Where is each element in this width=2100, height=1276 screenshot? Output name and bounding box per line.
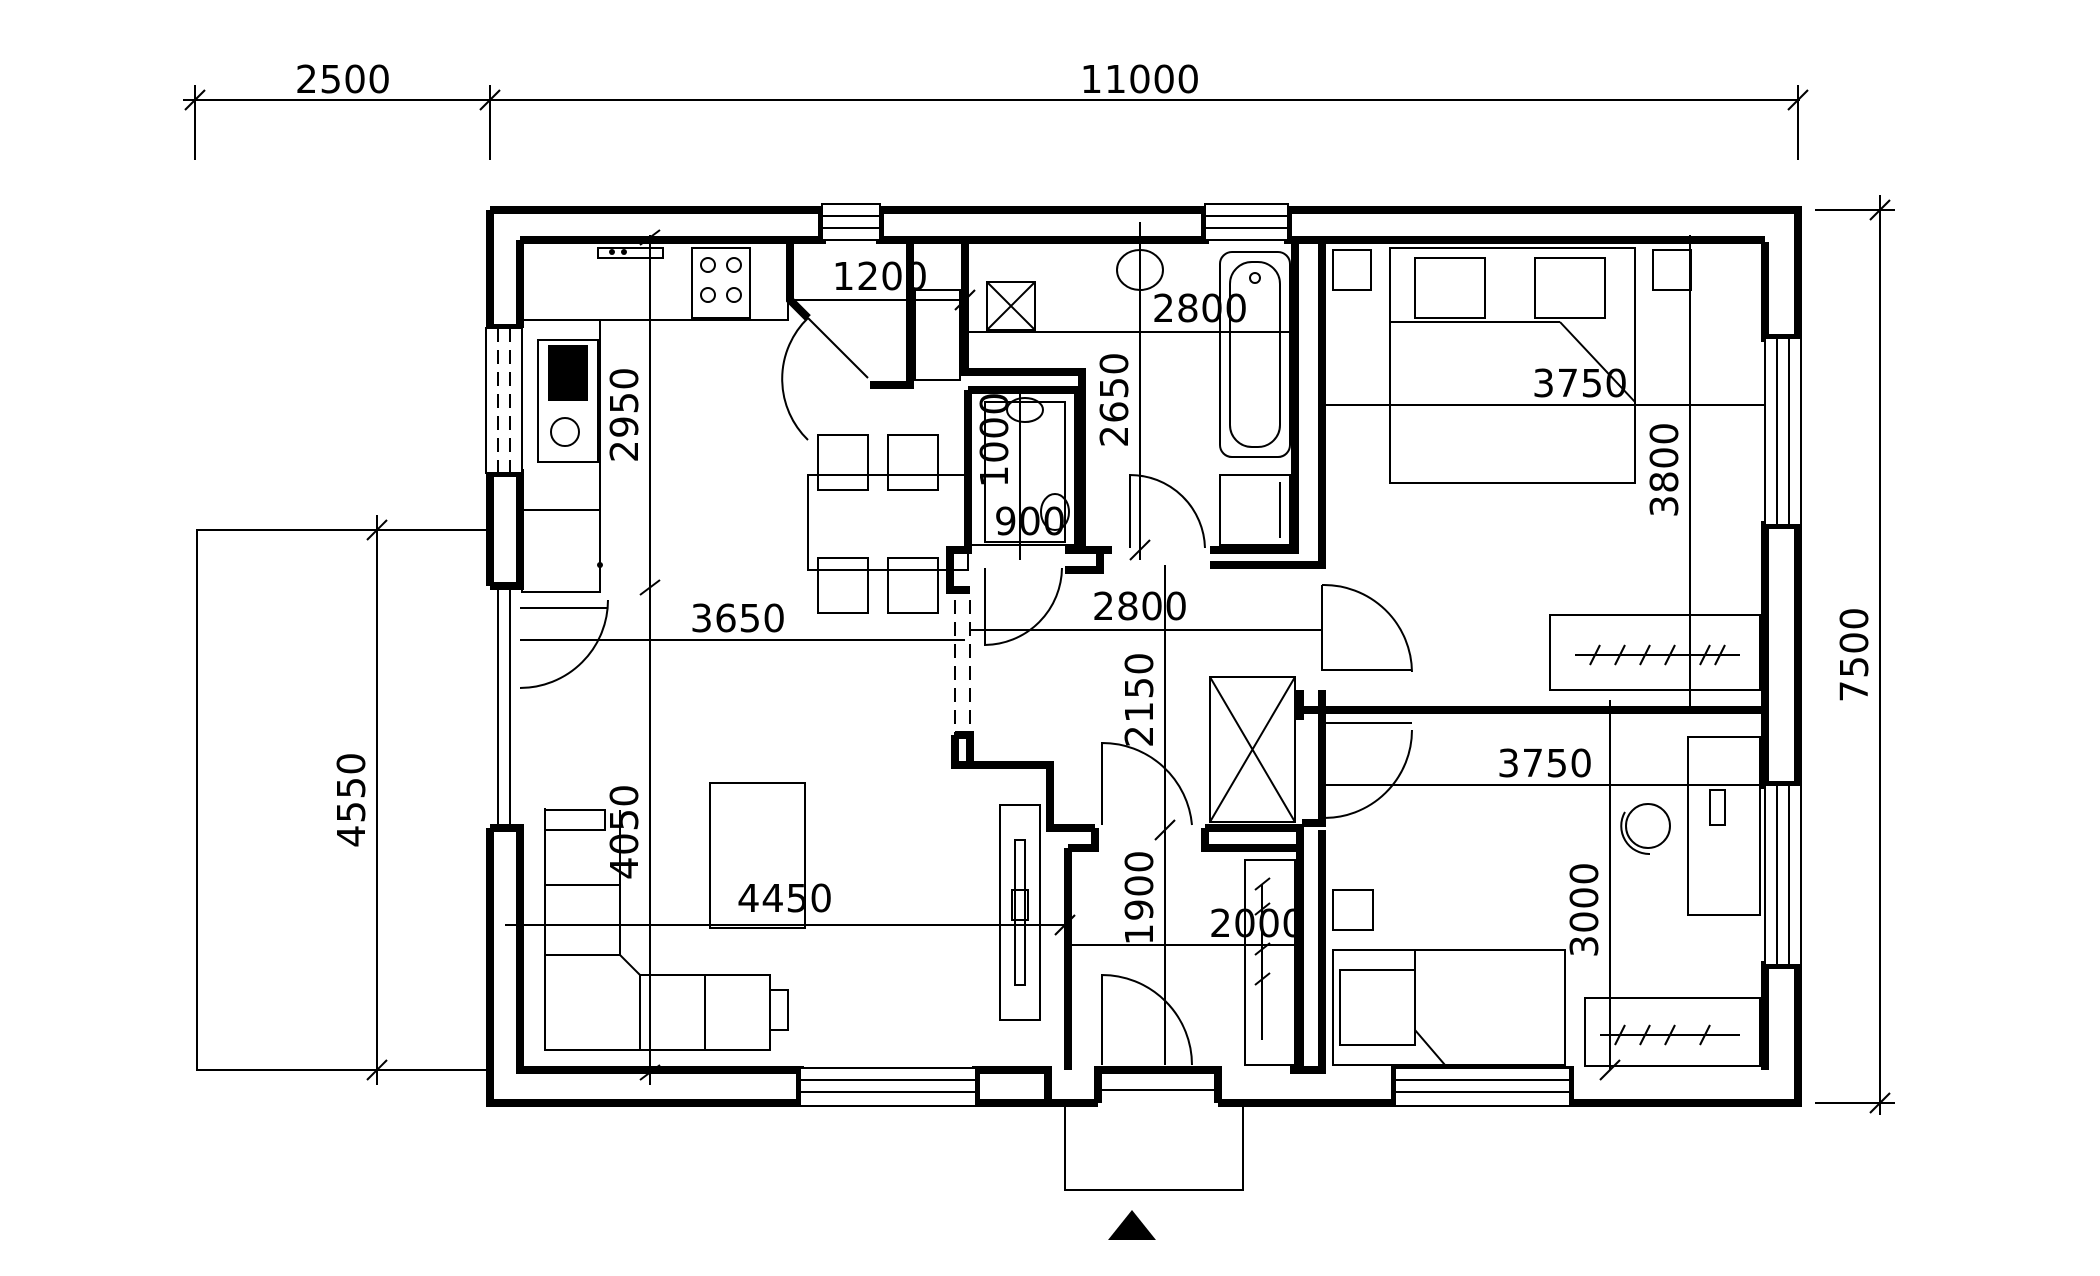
dimension-lines [183, 85, 1895, 1115]
shower-icon [986, 281, 1036, 331]
wardrobe-icon [1549, 614, 1761, 691]
entrance-arrow-icon [1108, 1210, 1156, 1240]
dim-terrace-width: 2500 [295, 58, 392, 102]
furniture [521, 241, 1761, 1067]
dim-pantry-width: 1200 [832, 255, 929, 299]
windows [485, 203, 1802, 1107]
doors [519, 317, 1413, 1066]
dim-kitchen-depth: 2950 [603, 367, 647, 464]
tv-cabinet-icon [999, 804, 1041, 1021]
dim-wc-depth: 1000 [973, 392, 1017, 489]
dim-house-depth: 7500 [1833, 607, 1877, 704]
bathtub-icon [1219, 251, 1291, 458]
toilet-icon [1040, 493, 1070, 531]
sink-icon [537, 339, 599, 463]
wardrobe-icon [1244, 859, 1296, 1066]
single-bed-icon [1332, 949, 1566, 1066]
hob-icon [691, 247, 751, 319]
wardrobe-icon [1584, 997, 1761, 1067]
dim-bath-depth: 2650 [1093, 352, 1137, 449]
dim-entry-depth: 1900 [1118, 850, 1162, 947]
dim-bath-width: 2800 [1152, 287, 1249, 331]
dim-bedroom2-width: 3750 [1497, 742, 1594, 786]
chair-icon [1625, 803, 1671, 849]
dim-house-width: 11000 [1080, 58, 1201, 102]
dim-bedroom1-width: 3750 [1532, 362, 1629, 406]
dim-bedroom1-depth: 3800 [1643, 422, 1687, 519]
coffee-table-icon [709, 782, 806, 929]
desk-icon [1687, 736, 1761, 916]
washing-machine-icon [1219, 474, 1291, 546]
dim-living-width: 4450 [737, 877, 834, 921]
terrace [196, 529, 1244, 1240]
utility-closet-icon [1209, 676, 1296, 823]
dim-kitchen-width: 3650 [690, 597, 787, 641]
dim-hall-depth: 2150 [1118, 652, 1162, 749]
dim-bedroom2-depth: 3000 [1563, 862, 1607, 959]
dim-hall-width: 2800 [1092, 585, 1189, 629]
dim-wc-width: 900 [994, 500, 1067, 544]
dimension-labels: 2500 11000 7500 4550 2950 1200 2800 2650… [295, 58, 1877, 958]
double-bed-icon [1389, 247, 1636, 484]
dim-entry-width: 2000 [1209, 902, 1306, 946]
dim-living-depth: 4050 [603, 784, 647, 881]
dim-terrace-depth: 4550 [330, 752, 374, 849]
